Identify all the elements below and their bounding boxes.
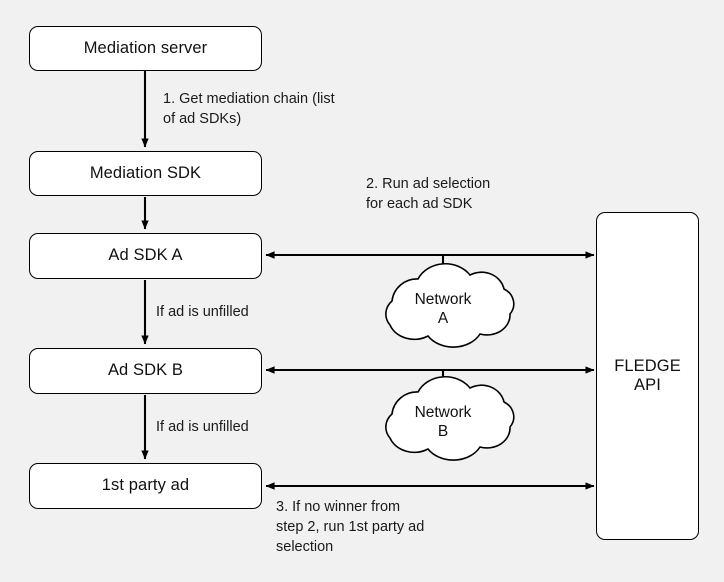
node-ad-sdk-b[interactable]: Ad SDK B (29, 348, 262, 394)
edge-label-step-1: 1. Get mediation chain (list of ad SDKs) (163, 91, 335, 127)
network-b-cloud-shape (385, 376, 515, 461)
node-mediation-server-label: Mediation server (83, 38, 208, 57)
node-mediation-sdk-label: Mediation SDK (89, 163, 202, 182)
edge-label-unfilled-a: If ad is unfilled (156, 304, 249, 320)
edge-label-step-3: 3. If no winner from step 2, run 1st par… (276, 499, 425, 555)
node-fledge-api[interactable]: FLEDGE API (596, 212, 699, 540)
node-first-party-ad-label: 1st party ad (101, 476, 190, 495)
node-ad-sdk-b-label: Ad SDK B (107, 361, 184, 380)
node-ad-sdk-a-label: Ad SDK A (108, 246, 183, 265)
node-mediation-server[interactable]: Mediation server (29, 26, 262, 71)
edge-label-step-2: 2. Run ad selection for each ad SDK (366, 176, 491, 212)
node-fledge-api-label: FLEDGE API (614, 356, 681, 394)
network-a-cloud-shape (385, 263, 515, 348)
edge-label-unfilled-b: If ad is unfilled (156, 419, 249, 435)
node-ad-sdk-a[interactable]: Ad SDK A (29, 233, 262, 279)
node-mediation-sdk[interactable]: Mediation SDK (29, 151, 262, 196)
node-first-party-ad[interactable]: 1st party ad (29, 463, 262, 509)
